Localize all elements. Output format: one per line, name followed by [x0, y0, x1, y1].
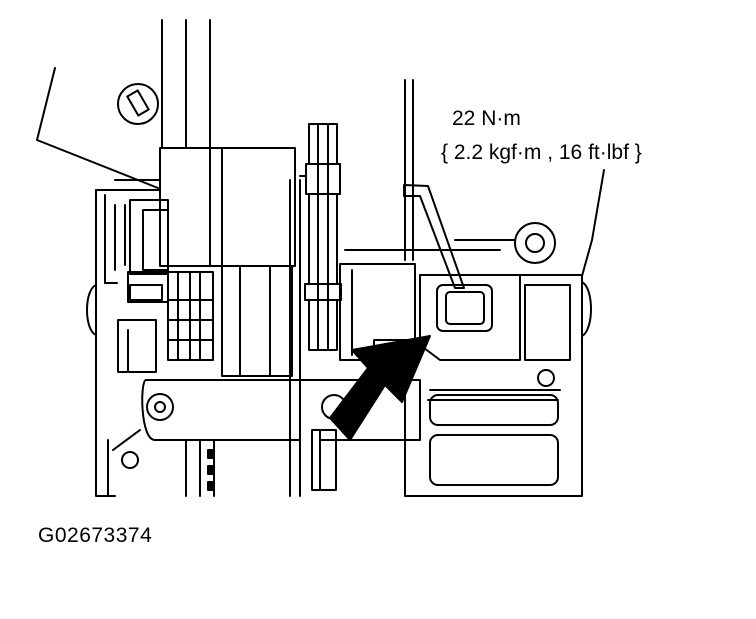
center-tube [299, 123, 342, 491]
right-leader-line [581, 169, 605, 277]
pivot-bolt-right [454, 222, 556, 264]
vertical-rails [161, 19, 301, 497]
housing-outline [95, 179, 161, 497]
mid-housing [339, 79, 501, 361]
valve-body [117, 147, 296, 377]
bottom-flange [121, 379, 421, 497]
torque-value-metric: 22 N·m [452, 107, 521, 130]
cap-bolt-top [117, 83, 159, 125]
bracket-lever [403, 184, 493, 332]
figure-code: G02673374 [38, 524, 153, 547]
indicator-arrow [329, 335, 431, 441]
left-end-cap [86, 284, 97, 336]
right-body [404, 274, 592, 497]
torque-value-alternates: { 2.2 kgf·m , 16 ft·lbf } [441, 141, 642, 164]
left-leader-line [36, 67, 159, 189]
